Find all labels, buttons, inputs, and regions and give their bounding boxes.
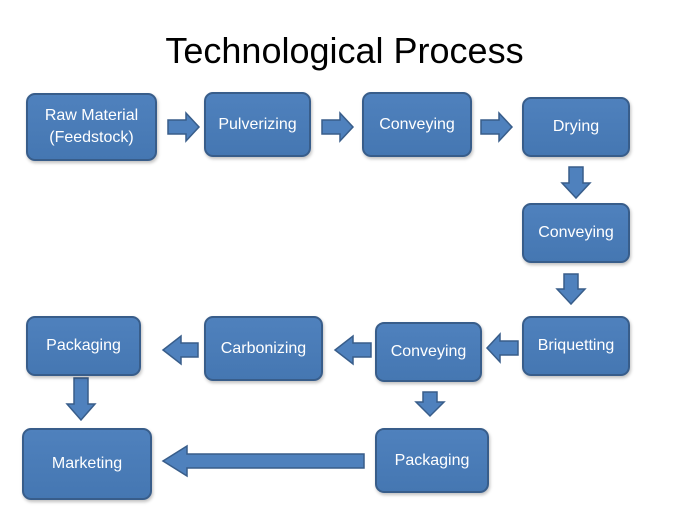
step-packaging-1: Packaging xyxy=(26,316,141,376)
step-conveying-1: Conveying xyxy=(362,92,472,157)
step-briquetting: Briquetting xyxy=(522,316,630,376)
arrow-carbonizing-to-packaging xyxy=(161,334,199,366)
arrow-pulverizing-to-conveying xyxy=(321,111,355,143)
step-drying: Drying xyxy=(522,97,630,157)
arrow-packaging-to-marketing xyxy=(65,377,97,422)
diagram-title: Technological Process xyxy=(165,30,524,71)
step-pulverizing: Pulverizing xyxy=(204,92,311,157)
step-marketing: Marketing xyxy=(22,428,152,500)
arrow-briquetting-to-conveying xyxy=(485,332,519,364)
step-conveying-2: Conveying xyxy=(522,203,630,263)
step-carbonizing: Carbonizing xyxy=(204,316,323,381)
arrow-conveying-to-packaging xyxy=(414,391,446,418)
step-conveying-3: Conveying xyxy=(375,322,482,382)
step-packaging-2: Packaging xyxy=(375,428,489,493)
arrow-conveying-to-briquetting xyxy=(555,273,587,306)
arrow-raw-to-pulverizing xyxy=(167,111,201,143)
arrow-conveying-to-drying xyxy=(480,111,514,143)
arrow-packaging-to-marketing-long xyxy=(161,444,365,478)
arrow-drying-to-conveying xyxy=(560,166,592,200)
arrow-conveying-to-carbonizing xyxy=(333,334,372,366)
step-raw-material: Raw Material (Feedstock) xyxy=(26,93,157,161)
